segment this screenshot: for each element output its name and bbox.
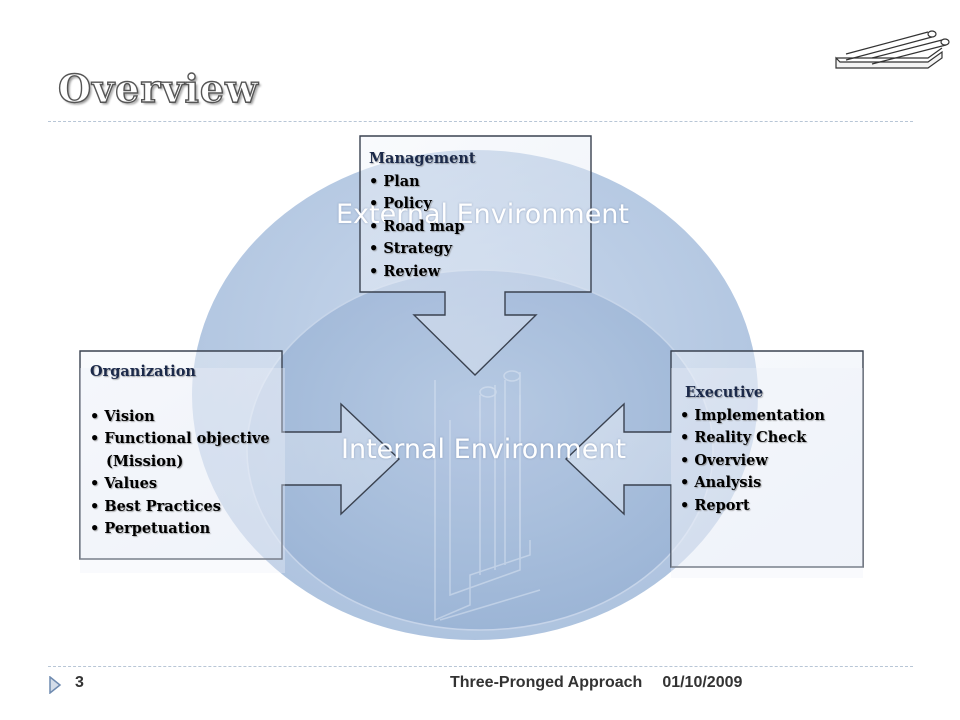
slide-title: Overview xyxy=(57,65,259,111)
list-item: • Perpetuation xyxy=(90,520,211,537)
title-divider xyxy=(48,121,913,122)
list-item: • Strategy xyxy=(369,240,453,257)
list-item: (Mission) xyxy=(106,452,184,470)
list-item: • Functional objective xyxy=(90,430,270,447)
management-box: Management • Plan • Policy • Road map • … xyxy=(369,148,476,283)
list-item: • Overview xyxy=(680,451,768,469)
list-item: • Best Practices xyxy=(90,497,221,515)
executive-box: Executive • Implementation • Reality Che… xyxy=(680,382,825,517)
executive-callout xyxy=(564,350,864,568)
management-heading: Management xyxy=(369,150,476,167)
internal-environment-label: Internal Environment xyxy=(341,434,627,465)
list-item: • Analysis xyxy=(680,474,762,491)
list-item: • Reality Check xyxy=(680,429,807,446)
external-environment-label: External Environment xyxy=(336,199,630,230)
list-item: • Vision xyxy=(90,407,155,425)
executive-heading: Executive xyxy=(685,384,764,401)
list-item: • Review xyxy=(369,262,441,280)
management-callout xyxy=(359,135,592,376)
list-item: • Implementation xyxy=(680,406,825,424)
organization-box: Organization • Vision • Functional objec… xyxy=(90,361,270,541)
list-item: • Policy xyxy=(369,195,432,212)
footer-info: Three-Pronged Approach 01/10/2009 xyxy=(450,674,742,692)
list-item: • Road map xyxy=(369,217,465,235)
list-item: • Values xyxy=(90,475,158,492)
footer-divider xyxy=(48,666,913,667)
pipes-logo-icon xyxy=(832,14,954,78)
slide-date: 01/10/2009 xyxy=(662,674,743,691)
organization-callout xyxy=(79,350,401,560)
slide-marker-icon xyxy=(49,676,62,694)
center-pipes-graphic xyxy=(434,370,541,622)
list-item: • Report xyxy=(680,496,750,514)
page-number: 3 xyxy=(75,674,84,691)
list-item: • Plan xyxy=(369,172,420,190)
organization-heading: Organization xyxy=(90,363,196,380)
presentation-title: Three-Pronged Approach xyxy=(450,674,643,691)
